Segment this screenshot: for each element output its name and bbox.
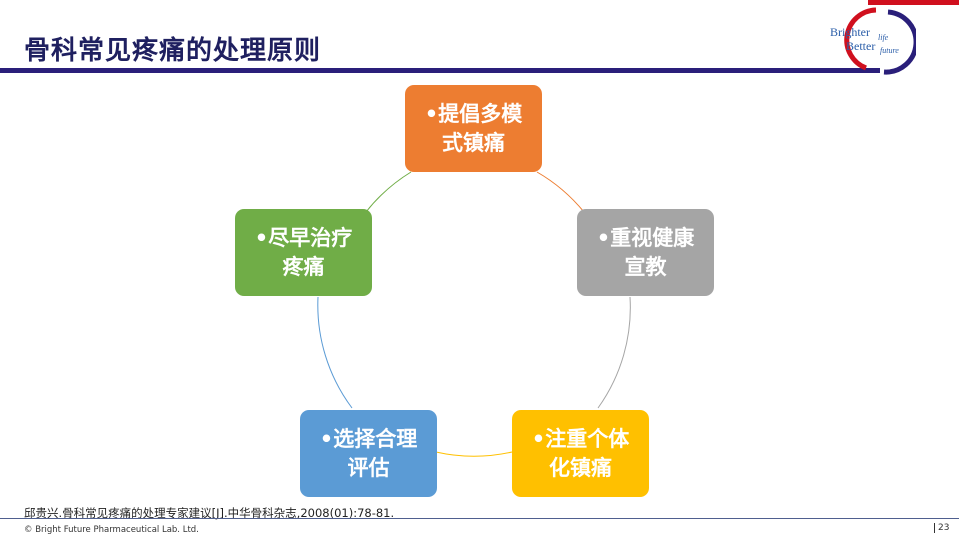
copyright: © Bright Future Pharmaceutical Lab. Ltd. (24, 525, 199, 535)
page-number: 23 (934, 523, 949, 533)
company-logo: Brighter life Better future (830, 7, 916, 75)
svg-text:future: future (880, 46, 899, 55)
page-title: 骨科常见疼痛的处理原则 (24, 36, 322, 66)
footer-divider (0, 518, 959, 519)
node-reasonable-assessment: •选择合理评估 (300, 410, 437, 497)
reference-citation: 邱贵兴.骨科常见疼痛的处理专家建议[J].中华骨科杂志,2008(01):78-… (24, 506, 395, 520)
node-individualized-analgesia: •注重个体化镇痛 (512, 410, 649, 497)
node-early-treatment: •尽早治疗疼痛 (235, 209, 372, 296)
connector-2 (597, 296, 631, 409)
connector-4 (317, 296, 353, 409)
node-health-education: •重视健康宣教 (577, 209, 714, 296)
svg-text:Brighter: Brighter (830, 25, 870, 39)
header-accent-line (868, 0, 959, 5)
connector-3 (435, 451, 513, 457)
connector-1 (536, 171, 585, 213)
connector-5 (365, 171, 412, 213)
svg-text:Better: Better (846, 39, 875, 53)
svg-text:life: life (878, 33, 889, 42)
node-multimodal-analgesia: •提倡多模式镇痛 (405, 85, 542, 172)
header-divider (0, 68, 880, 73)
